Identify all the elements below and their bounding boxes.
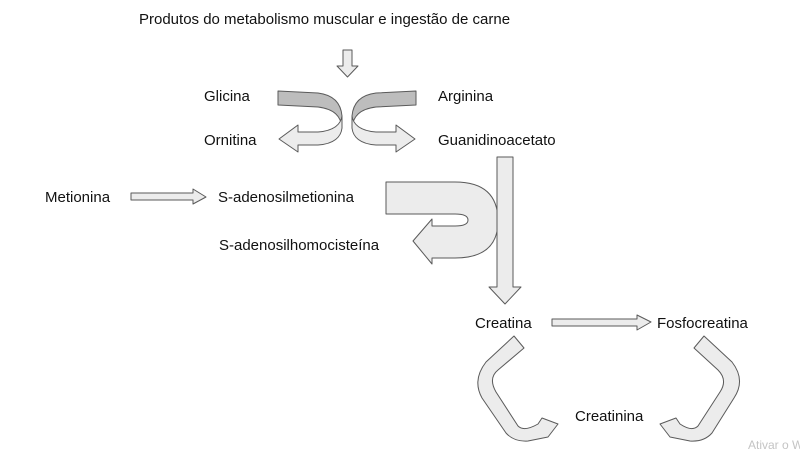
node-ornitina: Ornitina xyxy=(204,132,257,149)
node-guanidinoacetato: Guanidinoacetato xyxy=(438,132,556,149)
arginina-to-guanidinoacetato-arrow xyxy=(351,115,416,153)
diagram-title: Produtos do metabolismo muscular e inges… xyxy=(139,11,510,28)
node-s-adenosilhomocisteina: S-adenosilhomocisteína xyxy=(219,237,380,254)
fosfocreatina-to-creatinina-arrow xyxy=(659,335,740,442)
glicina-to-ornitina-arrow xyxy=(278,115,343,153)
creatina-to-creatinina-arrow xyxy=(477,335,559,442)
down-arrow-title xyxy=(336,49,359,78)
node-fosfocreatina: Fosfocreatina xyxy=(657,315,749,332)
node-metionina: Metionina xyxy=(45,189,111,206)
activation-watermark: Ativar o W xyxy=(748,438,800,452)
metionina-to-sam-arrow xyxy=(130,188,207,205)
node-s-adenosilmetionina: S-adenosilmetionina xyxy=(218,189,355,206)
node-glicina: Glicina xyxy=(204,88,251,105)
node-arginina: Arginina xyxy=(438,88,494,105)
creatina-to-fosfocreatina-arrow xyxy=(551,314,652,331)
sam-to-sah-u-arrow xyxy=(385,181,499,265)
guanidinoacetato-to-creatina-arrow xyxy=(488,156,522,305)
arginina-band xyxy=(351,90,417,129)
node-creatina: Creatina xyxy=(475,315,532,332)
node-creatinina: Creatinina xyxy=(575,408,644,425)
glicina-band xyxy=(277,90,343,129)
